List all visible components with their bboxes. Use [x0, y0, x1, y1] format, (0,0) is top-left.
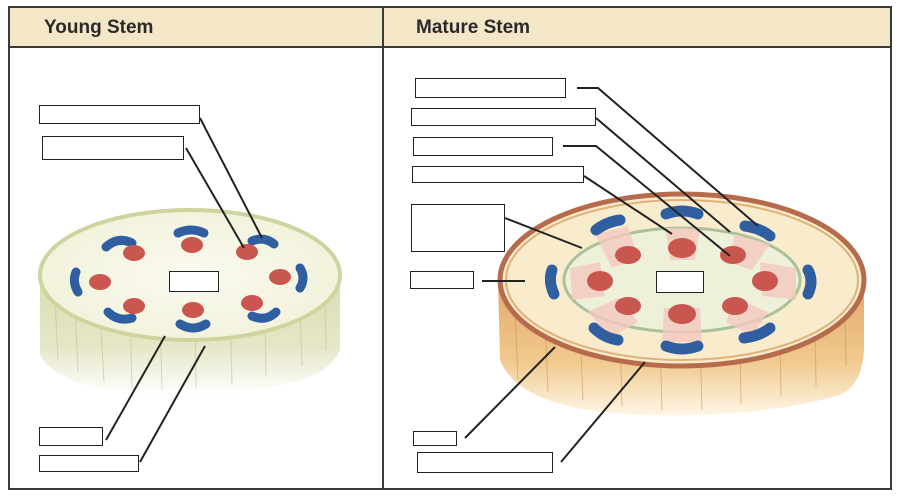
young-stem-header: Young Stem — [10, 8, 382, 48]
mature-stem — [497, 191, 867, 416]
young-label-box-4[interactable] — [39, 427, 103, 446]
young-label-box-2[interactable] — [42, 136, 184, 160]
young-label-box-1[interactable] — [39, 105, 200, 124]
mature-label-box-6[interactable] — [410, 271, 474, 289]
mature-leader-lines — [464, 87, 759, 463]
young-vascular-bundles — [69, 225, 308, 333]
young-label-box-3[interactable] — [169, 271, 219, 292]
mature-stem-header: Mature Stem — [382, 8, 890, 48]
mature-label-box-2[interactable] — [411, 108, 596, 126]
panel-divider — [382, 48, 384, 488]
mature-stem-title: Mature Stem — [416, 17, 531, 38]
mature-label-box-8[interactable] — [413, 431, 457, 446]
mature-label-box-3[interactable] — [413, 137, 553, 156]
mature-label-box-5[interactable] — [411, 204, 505, 252]
mature-label-box-9[interactable] — [417, 452, 553, 473]
young-stem — [38, 208, 342, 396]
mature-label-box-1[interactable] — [415, 78, 566, 98]
young-leader-lines — [105, 117, 263, 463]
mature-label-box-4[interactable] — [412, 166, 584, 183]
young-stem-title: Young Stem — [44, 17, 154, 38]
mature-xylem — [587, 238, 778, 324]
mature-label-box-7[interactable] — [656, 271, 704, 293]
mature-phloem — [544, 205, 817, 355]
young-label-box-5[interactable] — [39, 455, 139, 472]
